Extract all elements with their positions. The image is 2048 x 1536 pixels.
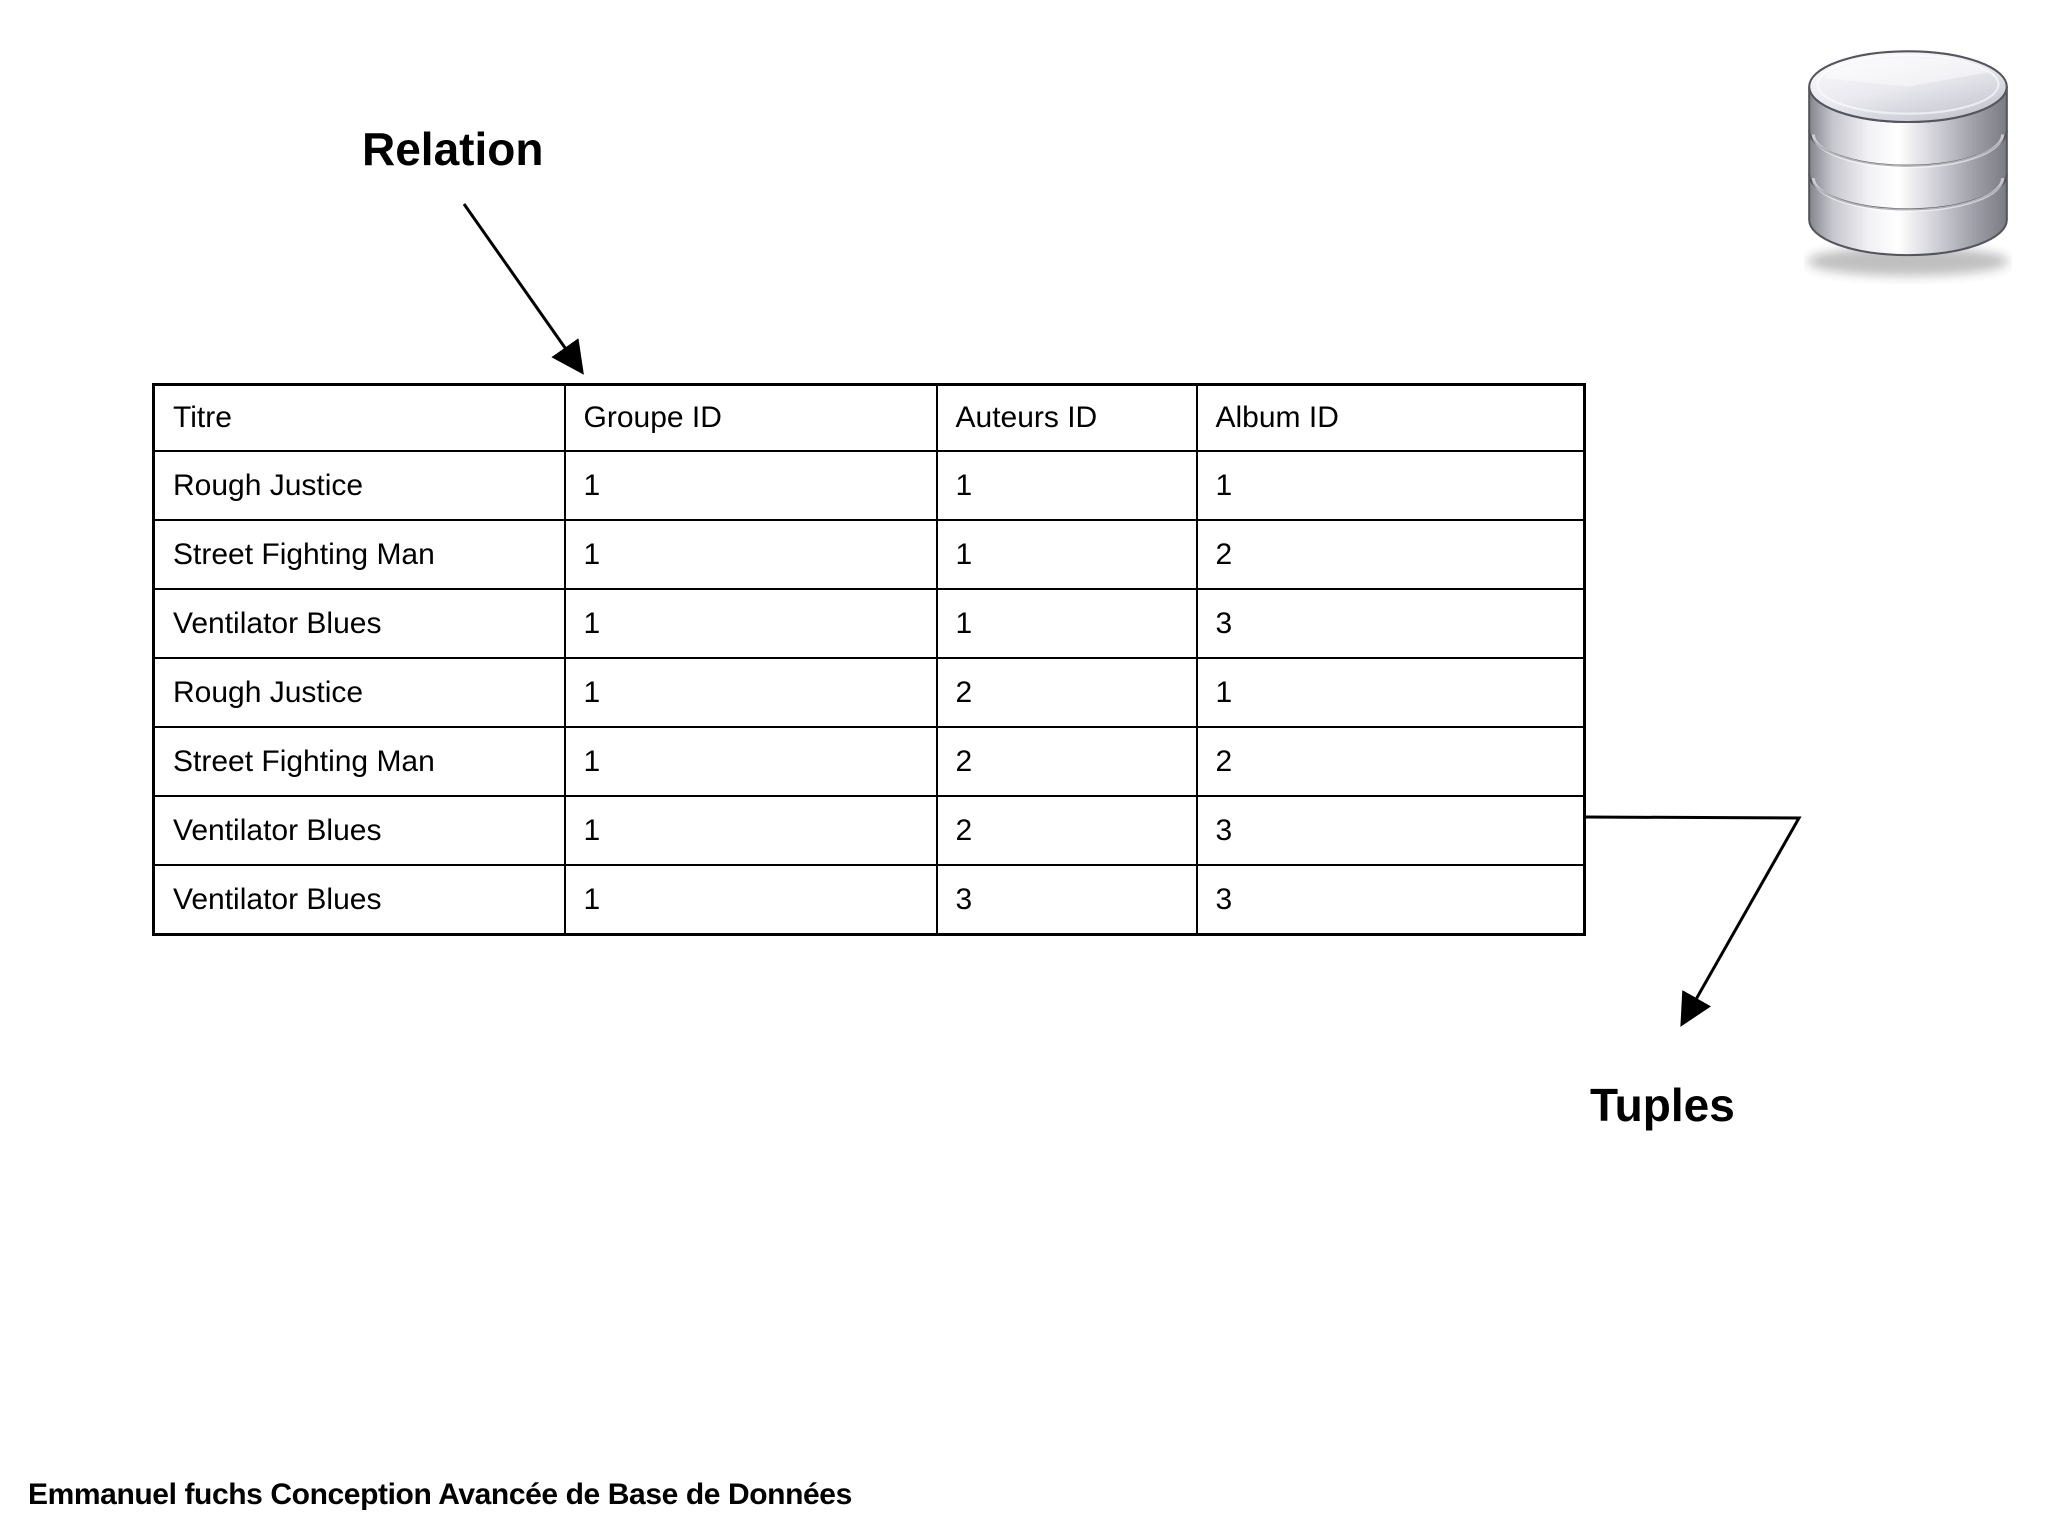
column-header: Album ID bbox=[1195, 383, 1586, 452]
relation-label: Relation bbox=[362, 123, 544, 175]
table-cell: 1 bbox=[1195, 450, 1586, 521]
table-cell: Ventilator Blues bbox=[152, 864, 566, 936]
table-cell: 3 bbox=[935, 864, 1198, 936]
table-cell: Street Fighting Man bbox=[152, 519, 566, 590]
tuples-arrow bbox=[1583, 815, 1802, 1027]
table-cell: 1 bbox=[563, 519, 938, 590]
database-icon bbox=[1807, 50, 2009, 276]
table-cell: 2 bbox=[935, 795, 1198, 866]
table-cell: 1 bbox=[563, 795, 938, 866]
footer-credit: Emmanuel fuchs Conception Avancée de Bas… bbox=[28, 1478, 852, 1511]
table-cell: 2 bbox=[935, 657, 1198, 728]
table-cell: 3 bbox=[1195, 795, 1586, 866]
table-cell: Rough Justice bbox=[152, 657, 566, 728]
relation-arrow bbox=[462, 203, 584, 375]
column-header: Groupe ID bbox=[563, 383, 938, 452]
table-cell: 1 bbox=[935, 588, 1198, 659]
table-cell: 1 bbox=[935, 450, 1198, 521]
table-cell: 1 bbox=[563, 864, 938, 936]
table-cell: Street Fighting Man bbox=[152, 726, 566, 797]
table-cell: 2 bbox=[1195, 519, 1586, 590]
column-header: Auteurs ID bbox=[935, 383, 1198, 452]
table-cell: 1 bbox=[563, 657, 938, 728]
table-cell: 2 bbox=[935, 726, 1198, 797]
table-cell: 2 bbox=[1195, 726, 1586, 797]
tuples-label: Tuples bbox=[1590, 1079, 1735, 1131]
column-header: Titre bbox=[152, 383, 566, 452]
table-cell: 1 bbox=[1195, 657, 1586, 728]
table-cell: 1 bbox=[935, 519, 1198, 590]
table-cell: 1 bbox=[563, 726, 938, 797]
table-cell: 1 bbox=[563, 588, 938, 659]
table-cell: Rough Justice bbox=[152, 450, 566, 521]
table-cell: 3 bbox=[1195, 588, 1586, 659]
table-cell: Ventilator Blues bbox=[152, 588, 566, 659]
table-cell: 1 bbox=[563, 450, 938, 521]
table-cell: 3 bbox=[1195, 864, 1586, 936]
db-icon-shadow bbox=[1807, 246, 2009, 276]
table-cell: Ventilator Blues bbox=[152, 795, 566, 866]
